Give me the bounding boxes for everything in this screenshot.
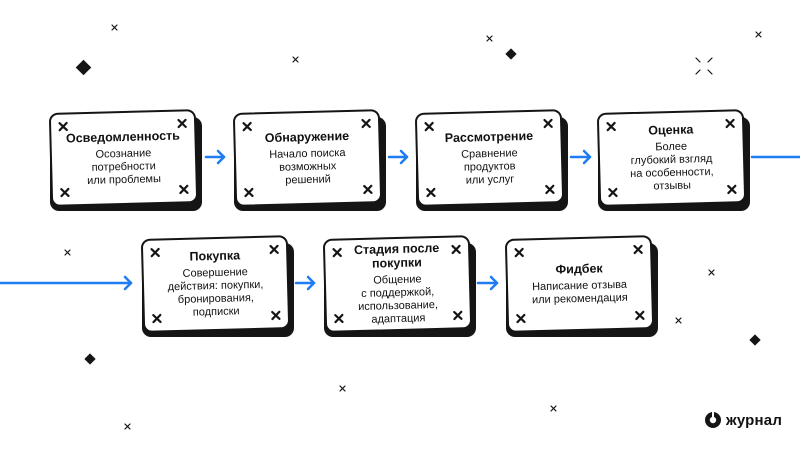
step-title: Обнаружение (264, 128, 350, 145)
corner-cross-icon (271, 310, 281, 321)
step-description: Более глубокий взгляд на особенности, от… (630, 140, 714, 193)
step-description: Осознание потребности или проблемы (87, 146, 162, 187)
brand-name: журнал (726, 411, 783, 429)
corner-cross-icon (606, 121, 616, 132)
corner-cross-icon (244, 187, 254, 198)
corner-cross-icon (453, 310, 463, 321)
corner-cross-icon (177, 118, 187, 129)
step-description: Сравнение продуктов или услуг (460, 146, 518, 187)
step-description: Начало поиска возможных решений (269, 146, 346, 187)
decor-diamond (749, 334, 761, 346)
corner-cross-icon (516, 313, 526, 324)
arrow-icon (294, 275, 316, 291)
arrow-icon (569, 149, 592, 165)
burst-icon (695, 57, 713, 75)
step-title: Осведомленность (65, 128, 181, 145)
corner-cross-icon (150, 247, 160, 258)
corner-cross-icon (608, 187, 618, 198)
step-title: Фидбек (555, 261, 603, 277)
step-description: Общение с поддержкой, использование, ада… (357, 273, 439, 326)
corner-cross-icon (543, 118, 553, 129)
step-card-discovery: Обнаружение Начало поиска возможных реше… (232, 109, 386, 211)
flow-arrows (0, 149, 800, 291)
step-card-evaluation: Оценка Более глубокий взгляд на особенно… (596, 109, 750, 211)
corner-cross-icon (424, 121, 434, 132)
step-card-awareness: Осведомленность Осознание потребности ил… (48, 109, 202, 211)
corner-cross-icon (332, 247, 342, 258)
sparkle-icon (64, 249, 71, 256)
decor-diamond (505, 48, 517, 60)
sparkle-icon (755, 31, 762, 38)
decor-diamond (84, 353, 96, 365)
corner-cross-icon (451, 244, 461, 255)
step-title: Оценка (648, 122, 694, 138)
brand-logo: журнал (704, 411, 782, 429)
sparkle-icon (675, 317, 682, 324)
corner-cross-icon (58, 121, 68, 132)
step-card-feedback: Фидбек Написание отзыва или рекомендация (504, 235, 658, 337)
corner-cross-icon (725, 118, 735, 129)
corner-cross-icon (334, 313, 344, 324)
t-journal-logo-icon (705, 412, 721, 428)
corner-cross-icon (179, 184, 189, 195)
sparkle-icon (124, 423, 131, 430)
arrow-icon (476, 275, 499, 291)
step-title: Стадия после покупки (353, 240, 440, 271)
corner-cross-icon (426, 187, 436, 198)
sparkle-icon (111, 24, 118, 31)
sparkle-icon (339, 385, 346, 392)
corner-cross-icon (361, 118, 371, 129)
sparkle-icon (550, 405, 557, 412)
corner-cross-icon (633, 244, 643, 255)
corner-cross-icon (269, 244, 279, 255)
decor-sparkles (64, 24, 762, 430)
sparkle-icon (292, 56, 299, 63)
corner-cross-icon (727, 184, 737, 195)
arrow-icon (0, 275, 133, 291)
arrow-icon (387, 149, 409, 165)
sparkle-icon (486, 35, 493, 42)
corner-cross-icon (545, 184, 555, 195)
step-title: Рассмотрение (444, 128, 534, 145)
step-description: Написание отзыва или рекомендация (531, 278, 628, 307)
corner-cross-icon (514, 247, 524, 258)
corner-cross-icon (60, 187, 70, 198)
step-card-post-purchase: Стадия после покупки Общение с поддержко… (322, 235, 476, 337)
corner-cross-icon (363, 184, 373, 195)
sparkle-icon (708, 269, 715, 276)
step-description: Совершение действия: покупки, бронирован… (167, 266, 264, 319)
corner-cross-icon (152, 313, 162, 324)
corner-cross-icon (635, 310, 645, 321)
arrow-icon (204, 149, 226, 165)
step-title: Покупка (189, 248, 241, 264)
step-card-purchase: Покупка Совершение действия: покупки, бр… (140, 235, 294, 337)
corner-cross-icon (242, 121, 252, 132)
decor-diamond (75, 59, 92, 76)
step-card-consideration: Рассмотрение Сравнение продуктов или усл… (414, 109, 568, 211)
